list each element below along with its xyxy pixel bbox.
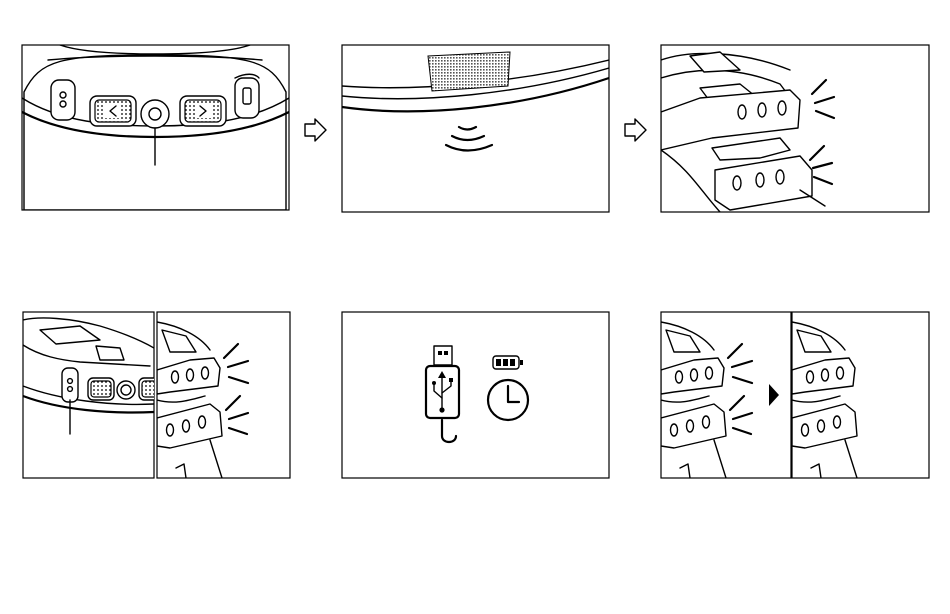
step-1-panel: [22, 45, 289, 210]
next-step-arrow-icon: [625, 119, 646, 141]
step-2-panel: [342, 45, 609, 212]
step-5-panel: [342, 312, 609, 478]
next-step-arrow-icon: [305, 119, 326, 141]
step-4-panel: [23, 312, 290, 478]
battery-full-icon: [493, 356, 523, 369]
step-6-panel: [661, 312, 929, 478]
clock-icon: [488, 380, 528, 420]
speaker-grille-icon: [428, 52, 510, 91]
step-3-panel: [661, 45, 929, 212]
